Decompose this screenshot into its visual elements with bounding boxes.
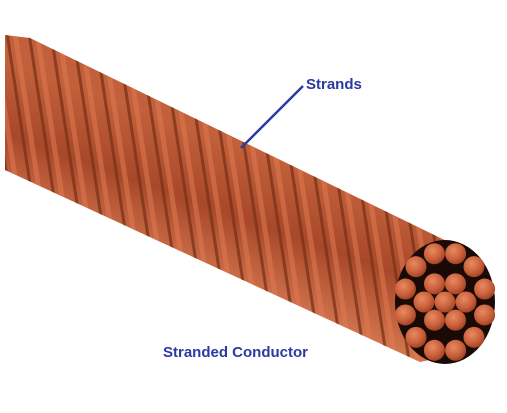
strand-end-circle [424,309,445,331]
strands-leader-line [240,85,304,149]
diagram-title: Stranded Conductor [163,344,308,361]
strand-end-circle [405,326,427,348]
strand-end-circle [445,309,466,331]
strand-end-circle [413,291,435,313]
strand-end-circle [394,304,416,326]
strand-end-circle [394,278,416,300]
strand-end-circle [474,278,496,300]
strand-end-circle [445,243,467,265]
strand-end-circle [424,273,445,295]
strand-end-circle [434,291,456,313]
strand-end-circle [455,291,477,313]
strand-end-circle [405,256,427,278]
strand-end-circle [423,243,445,265]
strand-end-circle [474,304,496,326]
strands-callout-label: Strands [306,76,362,93]
strand-end-circle [463,256,485,278]
strand-end-circle [445,339,467,361]
cable-end-face [394,240,496,364]
strand-end-circle [463,326,485,348]
strand-groove [489,20,507,380]
strand-highlight [0,20,2,380]
strand-end-circle [445,273,466,295]
strand-end-circle [423,339,445,361]
strand-highlight [497,20,507,380]
